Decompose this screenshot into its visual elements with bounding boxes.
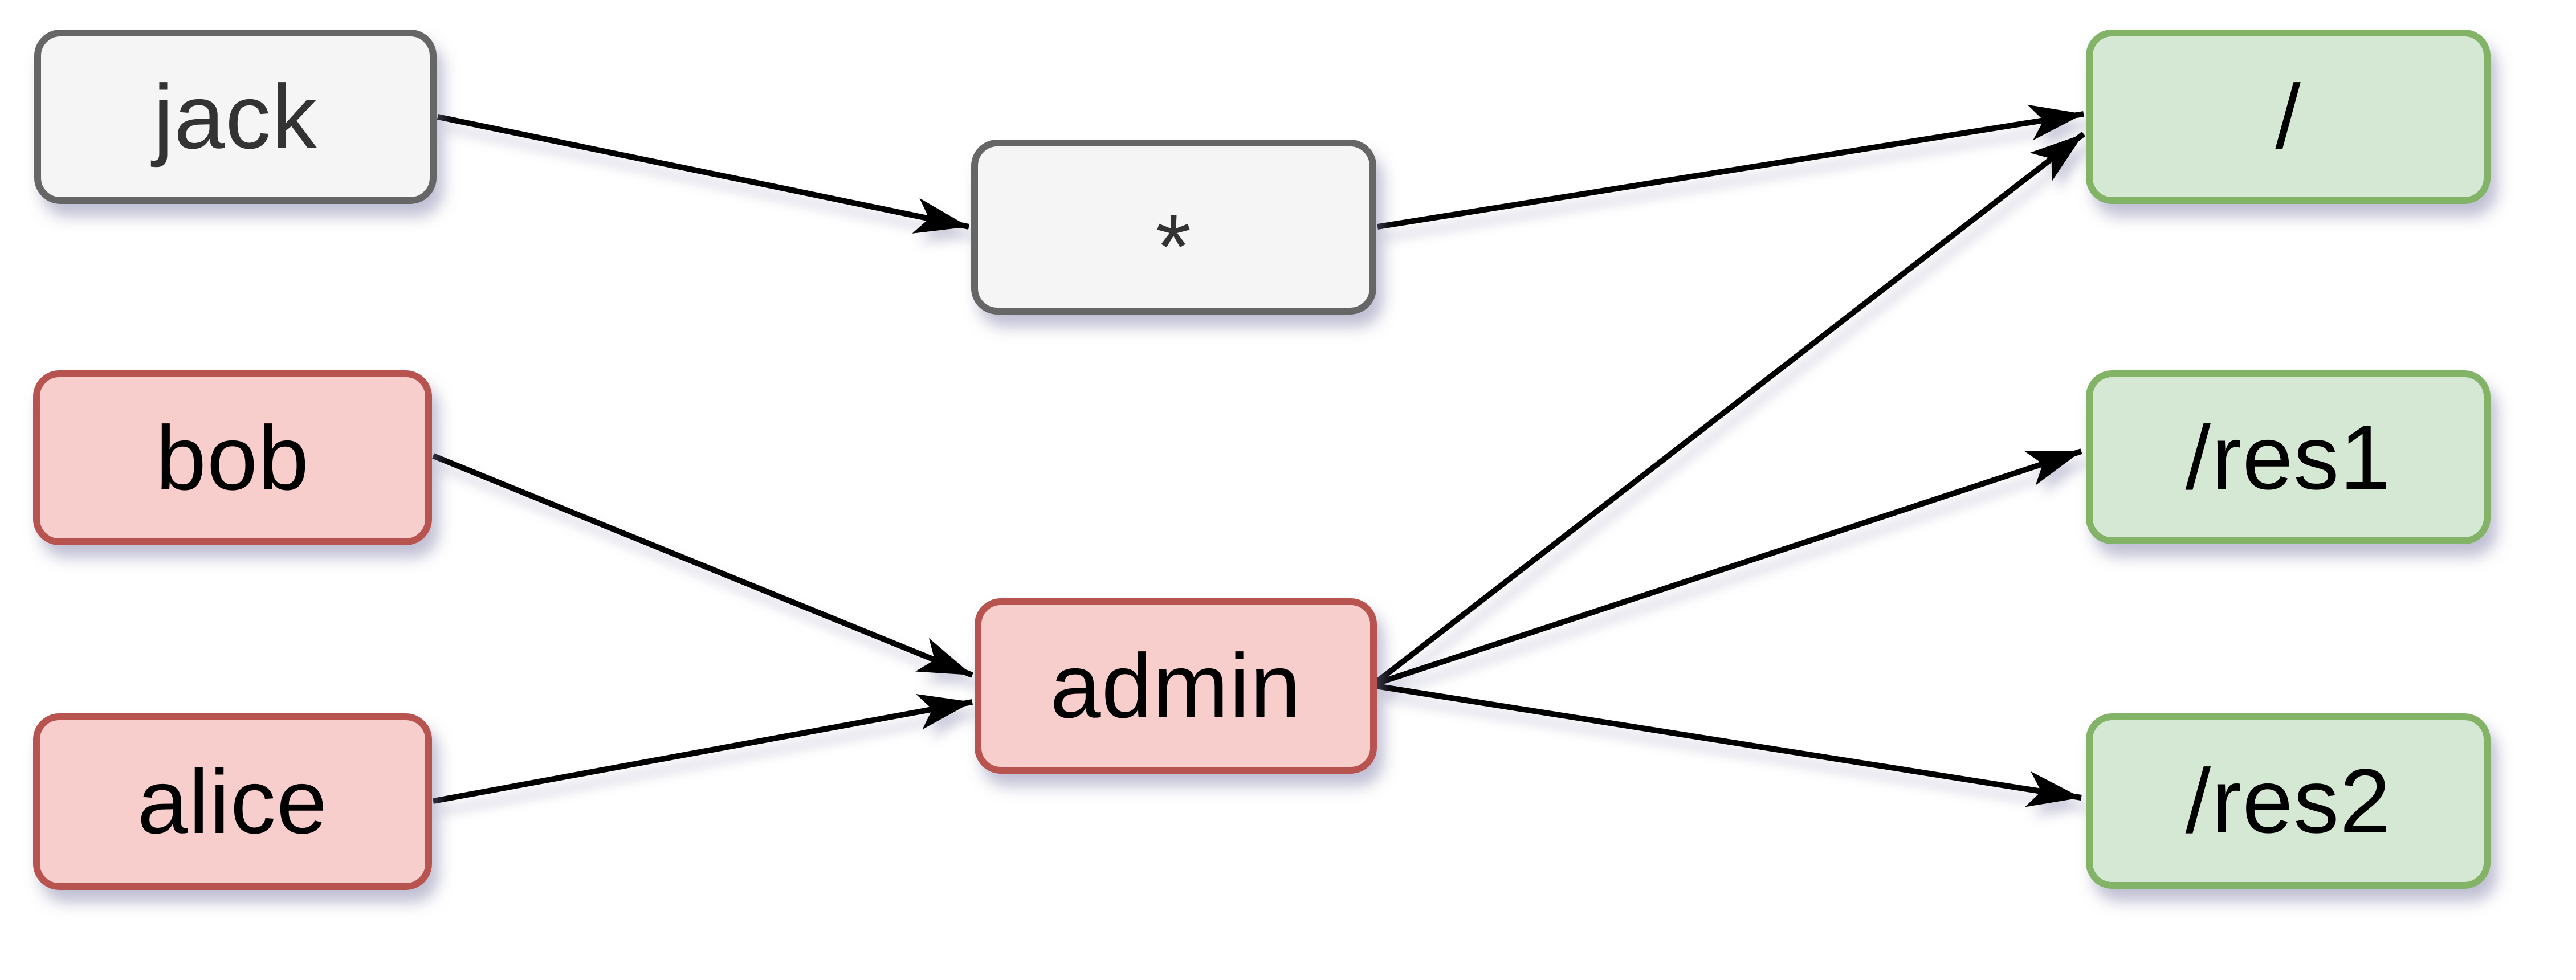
edge-star-root <box>1377 104 2084 230</box>
node-jack: jack <box>34 30 437 204</box>
node-root: / <box>2086 30 2491 204</box>
node-res2-label: /res2 <box>2185 750 2391 852</box>
node-res2: /res2 <box>2086 713 2491 889</box>
node-star: * <box>971 140 1376 315</box>
node-res1-label: /res1 <box>2185 406 2391 508</box>
node-bob: bob <box>33 370 432 545</box>
node-admin-label: admin <box>1050 635 1302 737</box>
edge-admin-res2 <box>1375 683 2082 807</box>
node-admin: admin <box>975 598 1377 774</box>
node-star-label: * <box>1155 195 1192 297</box>
node-alice: alice <box>33 713 432 890</box>
edge-alice-admin <box>433 694 973 804</box>
node-root-label: / <box>2275 66 2301 168</box>
edge-jack-star <box>437 114 970 234</box>
node-res1: /res1 <box>2086 370 2491 544</box>
edge-admin-root <box>1373 132 2086 685</box>
node-alice-label: alice <box>137 750 328 852</box>
edge-admin-res1 <box>1375 448 2082 687</box>
node-jack-label: jack <box>153 66 318 168</box>
edge-bob-admin <box>432 453 973 678</box>
node-bob-label: bob <box>156 406 309 509</box>
edge-group <box>432 104 2086 807</box>
